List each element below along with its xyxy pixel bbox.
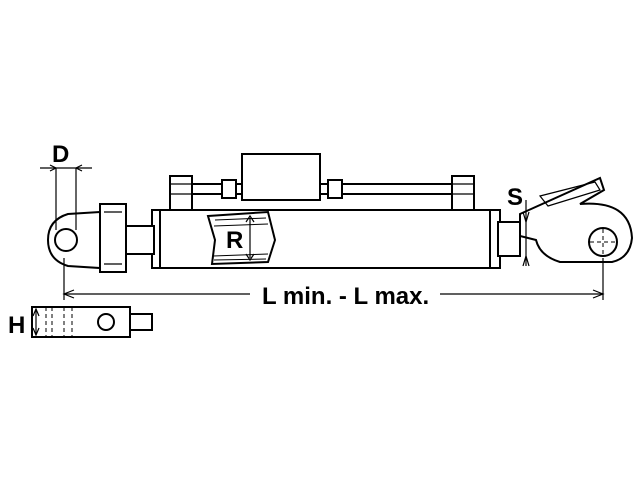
hitch-ball: [588, 227, 618, 257]
valve-block: [241, 153, 321, 201]
dimension-length: L min. - L max.: [62, 258, 605, 310]
eye-side-view: H: [8, 306, 153, 339]
label-h: H: [8, 312, 25, 339]
dimension-d: D: [40, 141, 92, 230]
hose-assembly: [169, 153, 475, 213]
hook-latch: [538, 181, 601, 207]
cylinder-body: [151, 209, 501, 269]
label-s: S: [507, 184, 523, 211]
left-end-fitting: [46, 203, 155, 273]
label-d: D: [52, 141, 69, 168]
right-end-fitting: [497, 176, 634, 263]
hose-fitting-right: [327, 179, 343, 199]
label-r: R: [226, 227, 243, 254]
label-length: L min. - L max.: [262, 283, 429, 310]
fork-clevis: [99, 203, 127, 273]
hose-fitting-left: [221, 179, 237, 199]
eye-hole: [54, 228, 78, 252]
dimension-s: S: [507, 184, 530, 267]
